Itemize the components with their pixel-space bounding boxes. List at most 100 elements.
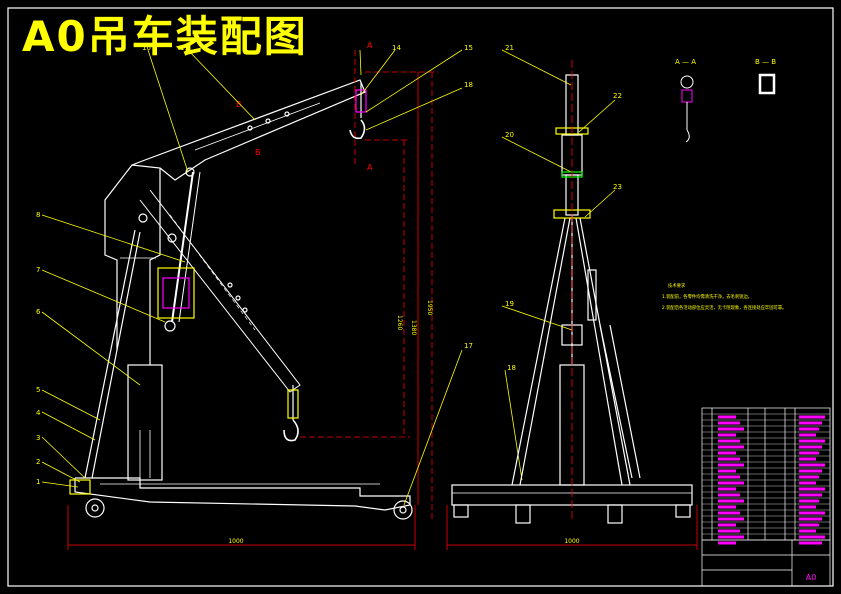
- parts-list-cell-mark: [718, 517, 744, 521]
- parts-list-cell-mark: [718, 487, 736, 491]
- front-left-wheel: [85, 498, 105, 518]
- hook-low: [283, 419, 299, 442]
- svg-text:A: A: [367, 41, 373, 50]
- section-bb-label: B — B: [755, 58, 776, 66]
- dim-height-c: 1260: [396, 315, 403, 330]
- drawing-title: A0吊车装配图: [22, 12, 308, 61]
- front-dimensions: [67, 72, 419, 550]
- svg-text:18: 18: [464, 81, 473, 89]
- leader-lines: [41, 49, 616, 506]
- svg-text:18: 18: [507, 364, 516, 372]
- hydraulic-cylinder: [171, 171, 194, 323]
- svg-text:14: 14: [392, 44, 401, 52]
- svg-text:2: 2: [36, 458, 40, 466]
- parts-list-cell-mark: [718, 421, 740, 425]
- parts-list-cell-mark: [799, 517, 822, 521]
- parts-list-cell-mark: [799, 457, 816, 461]
- parts-list-cell-mark: [718, 463, 744, 467]
- svg-text:B: B: [236, 100, 242, 109]
- parts-list-cell-mark: [799, 433, 816, 437]
- svg-text:15: 15: [464, 44, 473, 52]
- svg-text:5: 5: [36, 386, 40, 394]
- base-beam: [74, 477, 411, 511]
- svg-text:技术要求: 技术要求: [668, 282, 686, 289]
- title-block-name: A0: [806, 573, 817, 582]
- parts-list-cell-mark: [799, 415, 825, 419]
- parts-list-cell-mark: [718, 427, 744, 431]
- dim-side-width: 1000: [564, 538, 579, 545]
- svg-text:19: 19: [180, 44, 189, 52]
- parts-list-cell-mark: [718, 535, 744, 539]
- front-view: [69, 79, 413, 520]
- outer-frame: [7, 7, 834, 587]
- parts-list-cell-mark: [799, 493, 822, 497]
- parts-list-cell-mark: [718, 469, 736, 473]
- parts-list-cell-mark: [799, 439, 825, 443]
- parts-list-cell-mark: [718, 445, 744, 449]
- parts-list-cell-mark: [799, 511, 825, 515]
- dim-height-a: 1950: [426, 300, 433, 315]
- rear-leg: [84, 229, 136, 479]
- parts-list-cell-mark: [799, 475, 819, 479]
- parts-list-cell-mark: [718, 499, 744, 503]
- side-leg-left: [511, 217, 566, 486]
- parts-list-cell-mark: [718, 541, 736, 545]
- dim-front-width: 1000: [228, 538, 243, 545]
- svg-text:B: B: [255, 148, 261, 157]
- svg-text:1: 1: [36, 478, 40, 486]
- parts-list-cell-mark: [799, 427, 819, 431]
- svg-text:6: 6: [36, 308, 41, 316]
- section-aa-label: A — A: [675, 58, 696, 66]
- svg-text:20: 20: [505, 131, 514, 139]
- parts-list-cell-mark: [799, 535, 825, 539]
- section-aa-view: [680, 75, 694, 143]
- center-lines: [300, 50, 438, 520]
- parts-list-cell-mark: [718, 451, 736, 455]
- parts-list-cell-mark: [799, 523, 819, 527]
- svg-text:A: A: [367, 163, 373, 172]
- parts-list-cell-mark: [799, 499, 819, 503]
- dim-height-b: 1380: [410, 320, 417, 335]
- svg-text:21: 21: [505, 44, 514, 52]
- svg-text:23: 23: [613, 183, 622, 191]
- mast: [127, 364, 163, 481]
- parts-list-cell-mark: [718, 511, 740, 515]
- parts-list-cell-mark: [718, 415, 736, 419]
- parts-list-cell-mark: [799, 469, 822, 473]
- parts-list-cell-mark: [718, 505, 736, 509]
- parts-list-cell-mark: [799, 481, 816, 485]
- parts-list-cell-mark: [718, 481, 744, 485]
- parts-list-cell-mark: [718, 439, 740, 443]
- svg-text:8: 8: [36, 211, 40, 219]
- parts-list-cell-mark: [799, 445, 822, 449]
- parts-list-cell-mark: [718, 529, 740, 533]
- parts-list-cell-mark: [718, 457, 740, 461]
- svg-text:1.装配前，各零件均需清洗干净，去毛刺锐边。: 1.装配前，各零件均需清洗干净，去毛刺锐边。: [662, 293, 752, 300]
- svg-text:2.装配后各活动部位应灵活，无卡阻现象，各连接处应牢固可靠。: 2.装配后各活动部位应灵活，无卡阻现象，各连接处应牢固可靠。: [662, 304, 786, 311]
- parts-list-cell-mark: [799, 451, 819, 455]
- parts-list-cell-mark: [799, 505, 816, 509]
- part-numbers: 1 2 3 4 5 6 7 8 10 19 14 15 18 17 21 20 …: [36, 44, 622, 486]
- svg-text:10: 10: [142, 44, 151, 52]
- front-right-wheel: [393, 500, 413, 520]
- parts-list-cell-mark: [718, 523, 736, 527]
- parts-list-cell-mark: [718, 493, 740, 497]
- svg-text:4: 4: [36, 409, 41, 417]
- parts-list-cell-mark: [799, 421, 822, 425]
- svg-text:7: 7: [36, 266, 40, 274]
- parts-list-cell-mark: [718, 433, 736, 437]
- parts-list-cell-mark: [799, 487, 825, 491]
- parts-list-cell-mark: [799, 541, 822, 545]
- svg-text:3: 3: [36, 434, 40, 442]
- technical-notes: 技术要求 1.装配前，各零件均需清洗干净，去毛刺锐边。 2.装配后各活动部位应灵…: [662, 282, 786, 311]
- parts-list-rows: [702, 413, 830, 545]
- section-bb-view: [758, 73, 776, 95]
- parts-list-cell-mark: [799, 463, 825, 467]
- svg-text:17: 17: [464, 342, 473, 350]
- svg-text:22: 22: [613, 92, 622, 100]
- parts-list-cell-mark: [718, 475, 740, 479]
- parts-list-cell-mark: [799, 529, 816, 533]
- section-marks: A A B B: [236, 41, 373, 172]
- boom: [131, 79, 366, 181]
